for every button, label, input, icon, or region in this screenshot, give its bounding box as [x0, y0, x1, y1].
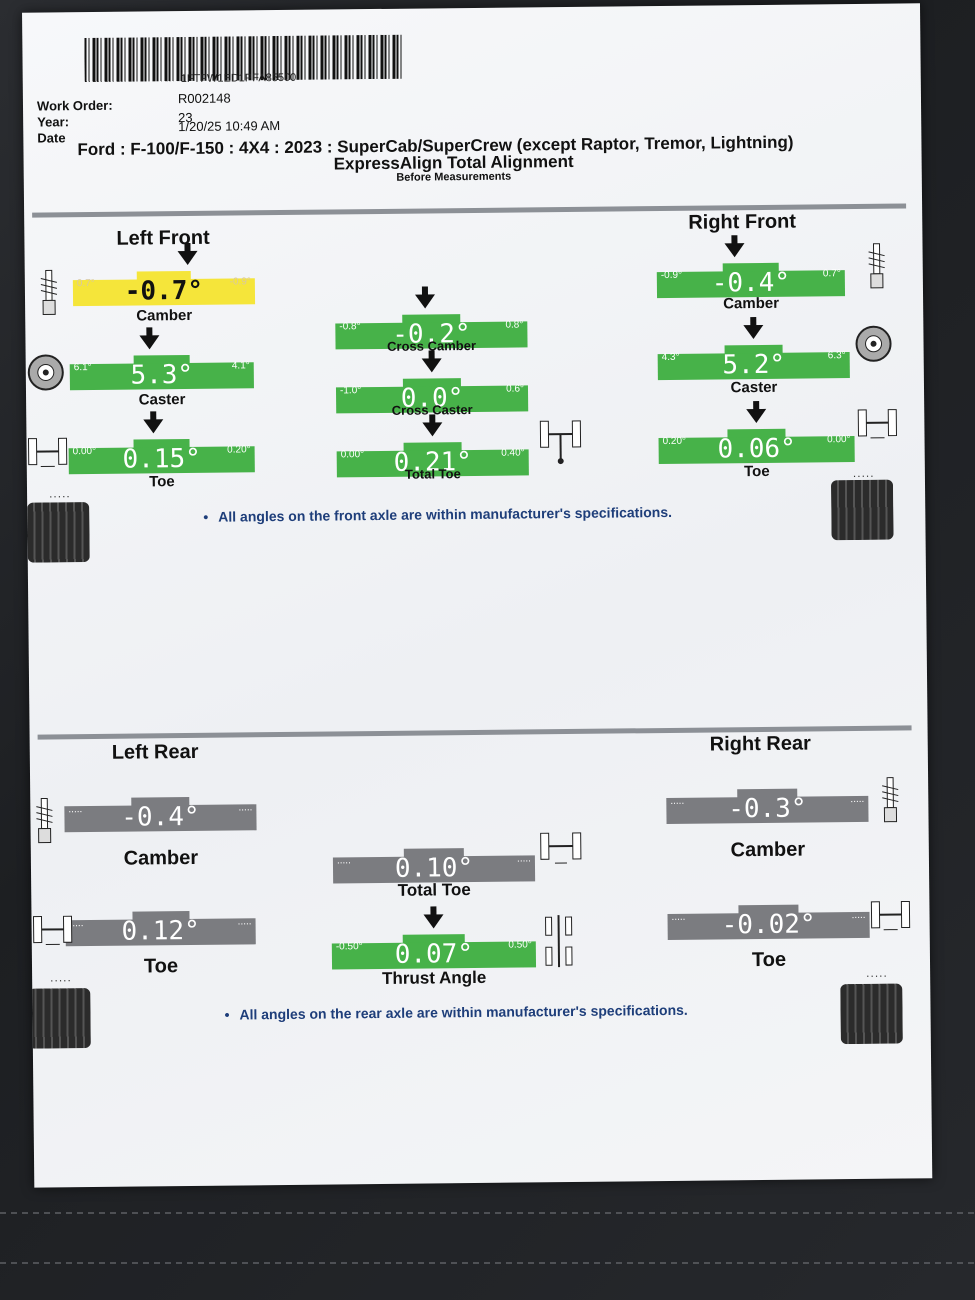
total-toe-label: Total Toe: [404, 466, 461, 482]
strut-icon: [40, 269, 58, 316]
right-front-toe-label: Toe: [744, 462, 770, 481]
tire-tread-icon: [830, 479, 894, 541]
left-rear-title: Left Rear: [111, 740, 199, 764]
tire-tread-icon: [27, 502, 90, 563]
axle-toe-icon: [27, 437, 68, 468]
rear-axle-icon: [540, 832, 582, 864]
left-front-camber-label: Camber: [136, 306, 193, 325]
work-order-value: R002148: [177, 90, 231, 107]
rear-total-toe-label: Total Toe: [397, 880, 471, 900]
right-rear-title: Right Rear: [709, 732, 811, 756]
date-value: 1/20/25 10:49 AM: [178, 118, 281, 135]
left-front-camber-value: -0.7°: [124, 275, 204, 307]
axle-toe-icon: [870, 900, 911, 931]
right-front-caster-value: 5.2°: [722, 349, 786, 381]
left-rear-toe-gauge: .......... 0.12°: [65, 910, 256, 947]
vin: 1FTFW1ED1PFA85500: [180, 71, 297, 86]
tire-dots: .....: [50, 970, 72, 985]
tire-tread-icon: [840, 983, 903, 1045]
left-rear-camber-gauge: .......... -0.4°: [64, 796, 257, 833]
left-front-caster-label: Caster: [138, 391, 186, 409]
alignment-printout: 1FTFW1ED1PFA85500 Work Order: R002148 Ye…: [22, 3, 933, 1188]
left-rear-toe-value: 0.12°: [121, 915, 200, 947]
right-front-title: Right Front: [688, 210, 797, 234]
strut-icon: [36, 797, 53, 844]
tire-dots: .....: [48, 486, 71, 501]
right-rear-camber-gauge: .......... -0.3°: [666, 788, 869, 825]
right-rear-toe-gauge: .......... -0.02°: [667, 904, 870, 941]
rear-total-toe-gauge: .......... 0.10°: [332, 847, 536, 884]
thrust-angle-label: Thrust Angle: [381, 967, 487, 988]
left-front-title: Left Front: [116, 226, 210, 250]
year-label: Year:: [37, 114, 70, 130]
right-rear-camber-value: -0.3°: [728, 793, 807, 825]
left-front-toe-gauge: 0.00°0.20° 0.15°: [68, 419, 255, 475]
right-front-caster-label: Caster: [730, 378, 778, 397]
date-label: Date: [37, 130, 66, 146]
right-front-toe-value: 0.06°: [717, 433, 796, 465]
right-front-camber-gauge: -0.9°0.7° -0.4°: [656, 243, 846, 298]
front-axle-note: •All angles on the front axle are within…: [203, 503, 673, 525]
axle-toe-icon: [857, 409, 898, 439]
thrust-angle-value: 0.07°: [394, 939, 474, 970]
left-rear-camber-value: -0.4°: [121, 801, 200, 833]
right-front-caster-gauge: 4.3°6.3° 5.2°: [657, 324, 850, 381]
wheel-hub-icon: [27, 354, 64, 391]
strut-icon: [882, 777, 899, 823]
left-front-caster-gauge: 6.1°4.1° 5.3°: [69, 335, 254, 391]
left-rear-camber-label: Camber: [123, 846, 199, 870]
right-front-camber-label: Camber: [723, 294, 780, 313]
left-front-camber-gauge: 0.7°-0.9° -0.7°: [72, 250, 256, 307]
left-front-toe-label: Toe: [149, 473, 175, 491]
right-rear-toe-label: Toe: [751, 948, 787, 972]
front-axle-icon: [539, 420, 582, 465]
work-order-label: Work Order:: [36, 97, 113, 114]
rear-axle-note: •All angles on the rear axle are within …: [224, 1001, 688, 1023]
left-front-toe-value: 0.15°: [122, 443, 202, 475]
right-rear-toe-value: -0.02°: [721, 909, 816, 941]
tire-dots: .....: [852, 465, 875, 481]
axle-toe-icon: [32, 915, 73, 946]
wheel-hub-icon: [855, 325, 892, 362]
thrust-angle-gauge: -0.50°0.50° 0.07°: [331, 914, 537, 970]
thrust-line-icon: [545, 915, 573, 968]
right-front-toe-gauge: 0.20°0.00° 0.06°: [658, 408, 855, 465]
left-front-caster-value: 5.3°: [130, 359, 194, 391]
left-rear-toe-label: Toe: [143, 955, 179, 978]
tire-tread-icon: [28, 988, 91, 1049]
strut-icon: [868, 243, 885, 289]
tire-dots: .....: [866, 965, 888, 980]
right-rear-camber-label: Camber: [730, 838, 806, 862]
